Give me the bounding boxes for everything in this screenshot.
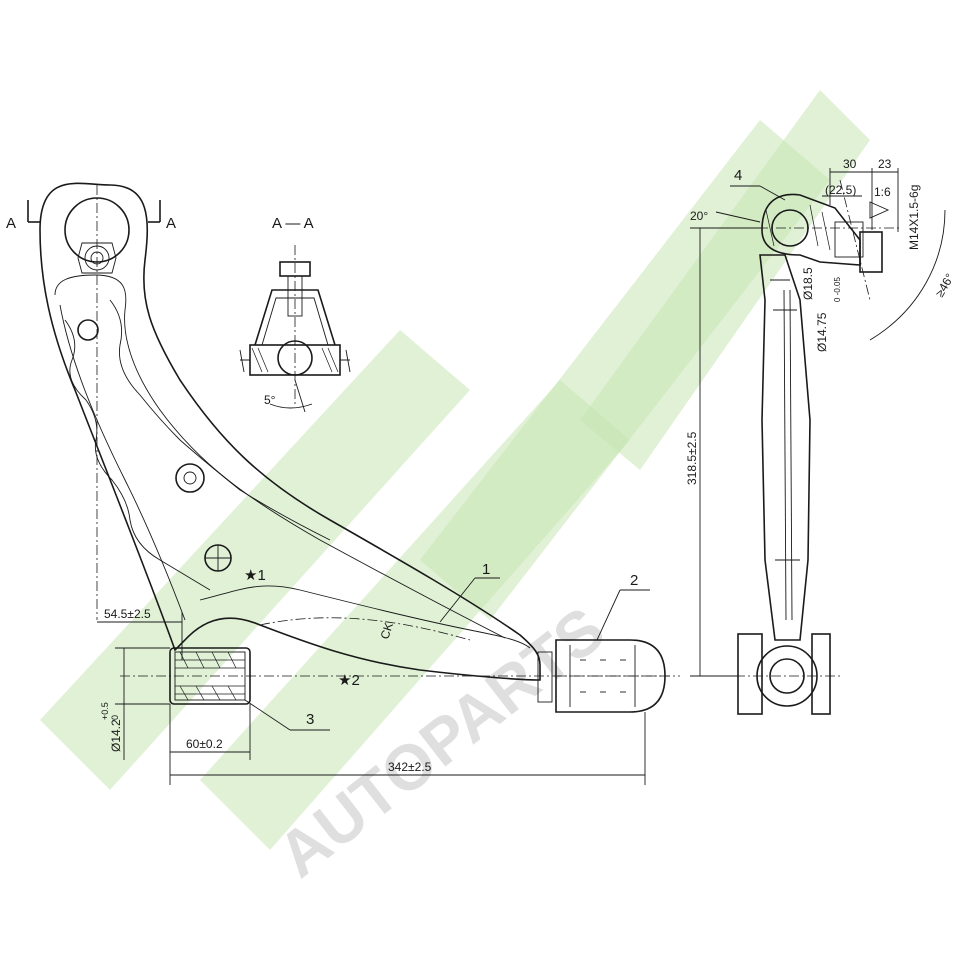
dim-angle-20: 20°	[690, 209, 708, 223]
control-arm-side-view	[735, 179, 946, 715]
dimensions-front: 54.5±2.5 Ø14.2 +0.5 0 60±0.2 342±2.5	[97, 607, 646, 785]
section-title: A — A	[272, 215, 314, 232]
svg-text:0 -0.05: 0 -0.05	[833, 277, 842, 302]
dim-1475: Ø14.75	[815, 312, 829, 352]
star-2: ★2	[338, 672, 360, 689]
svg-text:+0.5: +0.5	[100, 702, 110, 720]
callout-2: 2	[630, 572, 638, 589]
dim-30: 30	[843, 157, 857, 171]
thread-spec: M14X1.5-6g	[907, 185, 921, 250]
section-marks: A A	[6, 200, 176, 232]
svg-text:A: A	[166, 215, 176, 232]
dim-185: Ø18.5	[801, 267, 815, 300]
callout-4: 4	[734, 167, 742, 184]
dim-142: Ø14.2	[109, 719, 123, 752]
dim-angle-46: ≥46°	[932, 271, 957, 300]
svg-text:A: A	[6, 215, 16, 232]
dim-3185: 318.5±2.5	[685, 431, 699, 485]
watermark: AUTOPARTS	[40, 90, 870, 891]
svg-text:CK: CK	[378, 621, 396, 641]
dim-342: 342±2.5	[388, 760, 432, 774]
callout-1: 1	[482, 561, 490, 578]
dim-545: 54.5±2.5	[104, 607, 151, 621]
svg-text:5°: 5°	[264, 393, 276, 407]
taper-ratio: 1:6	[874, 185, 891, 199]
star-1: ★1	[244, 567, 266, 584]
callout-3: 3	[306, 711, 314, 728]
dim-23: 23	[878, 157, 892, 171]
callouts-front: 1 2 3 ★1 ★2	[244, 561, 650, 731]
dim-225: (22.5)	[825, 183, 856, 197]
section-a-a-view: A — A 5°	[239, 215, 351, 413]
svg-text:0: 0	[110, 715, 120, 720]
dim-60: 60±0.2	[186, 737, 223, 751]
